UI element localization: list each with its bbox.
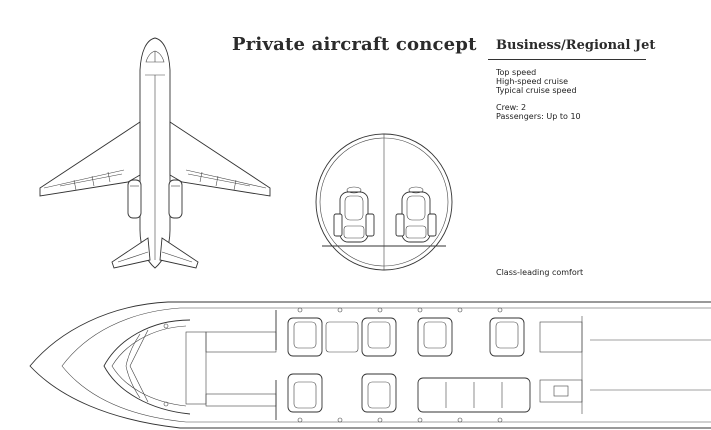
page-title: Private aircraft concept: [232, 34, 477, 55]
aircraft-class-heading: Business/Regional Jet: [496, 38, 656, 53]
cross-section-caption: Class-leading comfort: [496, 268, 584, 277]
cabin-seat: [417, 317, 453, 357]
cabin-seat: [489, 317, 525, 357]
cabin-seat: [361, 317, 397, 357]
heading-underline: [488, 59, 646, 60]
spec-passengers: Passengers: Up to 10: [496, 112, 581, 121]
spec-typical-cruise: Typical cruise speed: [496, 86, 577, 95]
cabin-floor-plan: [29, 301, 711, 429]
spec-crew: Crew: 2: [496, 103, 527, 112]
cross-section-seat-right: [395, 186, 437, 243]
cabin-seat: [361, 373, 397, 413]
spec-top-speed: Top speed: [496, 68, 537, 77]
aircraft-top-view: [39, 37, 271, 269]
cabin-cross-section: [315, 133, 453, 271]
cross-section-seat-left: [333, 186, 375, 243]
spec-high-speed-cruise: High-speed cruise: [496, 77, 569, 86]
cabin-divan: [417, 377, 531, 413]
cabin-seat: [287, 373, 323, 413]
cabin-seat: [287, 317, 323, 357]
